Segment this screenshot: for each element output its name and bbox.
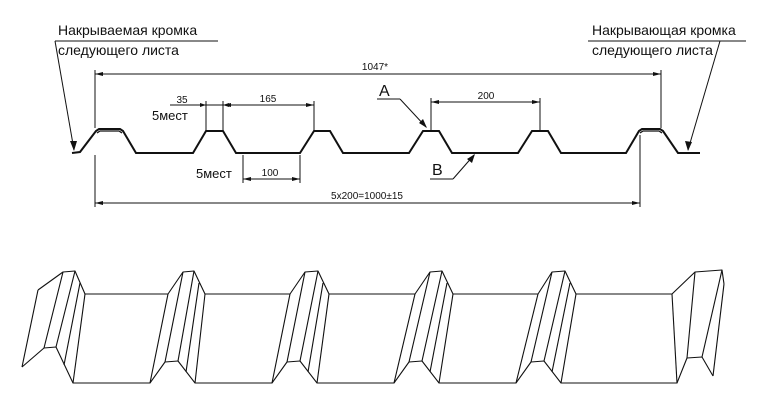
callout-a-label: A — [379, 83, 390, 100]
top-flange-dimension: 35 — [170, 95, 229, 130]
right-edge-label-line2: следующего листа — [592, 42, 713, 58]
top-gap-dimension: 165 — [223, 94, 315, 130]
left-edge-leader — [54, 40, 218, 151]
callout-b: B — [430, 154, 475, 180]
left-edge-label-line1: Накрываемая кромка — [58, 22, 197, 38]
bottom-flange-value: 100 — [262, 168, 279, 179]
callout-b-label: B — [432, 162, 443, 179]
right-edge-label-line1: Накрывающая кромка — [592, 22, 736, 38]
count-label-bottom: 5мест — [196, 166, 232, 181]
callout-a: A — [377, 83, 427, 128]
sheet-isometric-view — [21, 269, 725, 384]
pitch-value: 200 — [478, 91, 495, 102]
top-gap-value: 165 — [260, 94, 277, 105]
overall-width-value: 1047* — [362, 62, 388, 73]
right-edge-leader — [588, 40, 746, 151]
overall-width-dimension: 1047* — [94, 62, 662, 128]
left-edge-label-line2: следующего листа — [58, 42, 179, 58]
count-label-top: 5мест — [152, 108, 188, 123]
pitch-dimension: 200 — [430, 91, 541, 130]
useful-width-value: 5x200=1000±15 — [331, 191, 403, 202]
bottom-flange-dimension: 100 — [242, 155, 301, 183]
useful-width-dimension: 5x200=1000±15 — [94, 135, 641, 207]
profile-cross-section: Накрываемая кромка следующего листа Накр… — [54, 22, 746, 207]
top-flange-value: 35 — [176, 95, 188, 106]
